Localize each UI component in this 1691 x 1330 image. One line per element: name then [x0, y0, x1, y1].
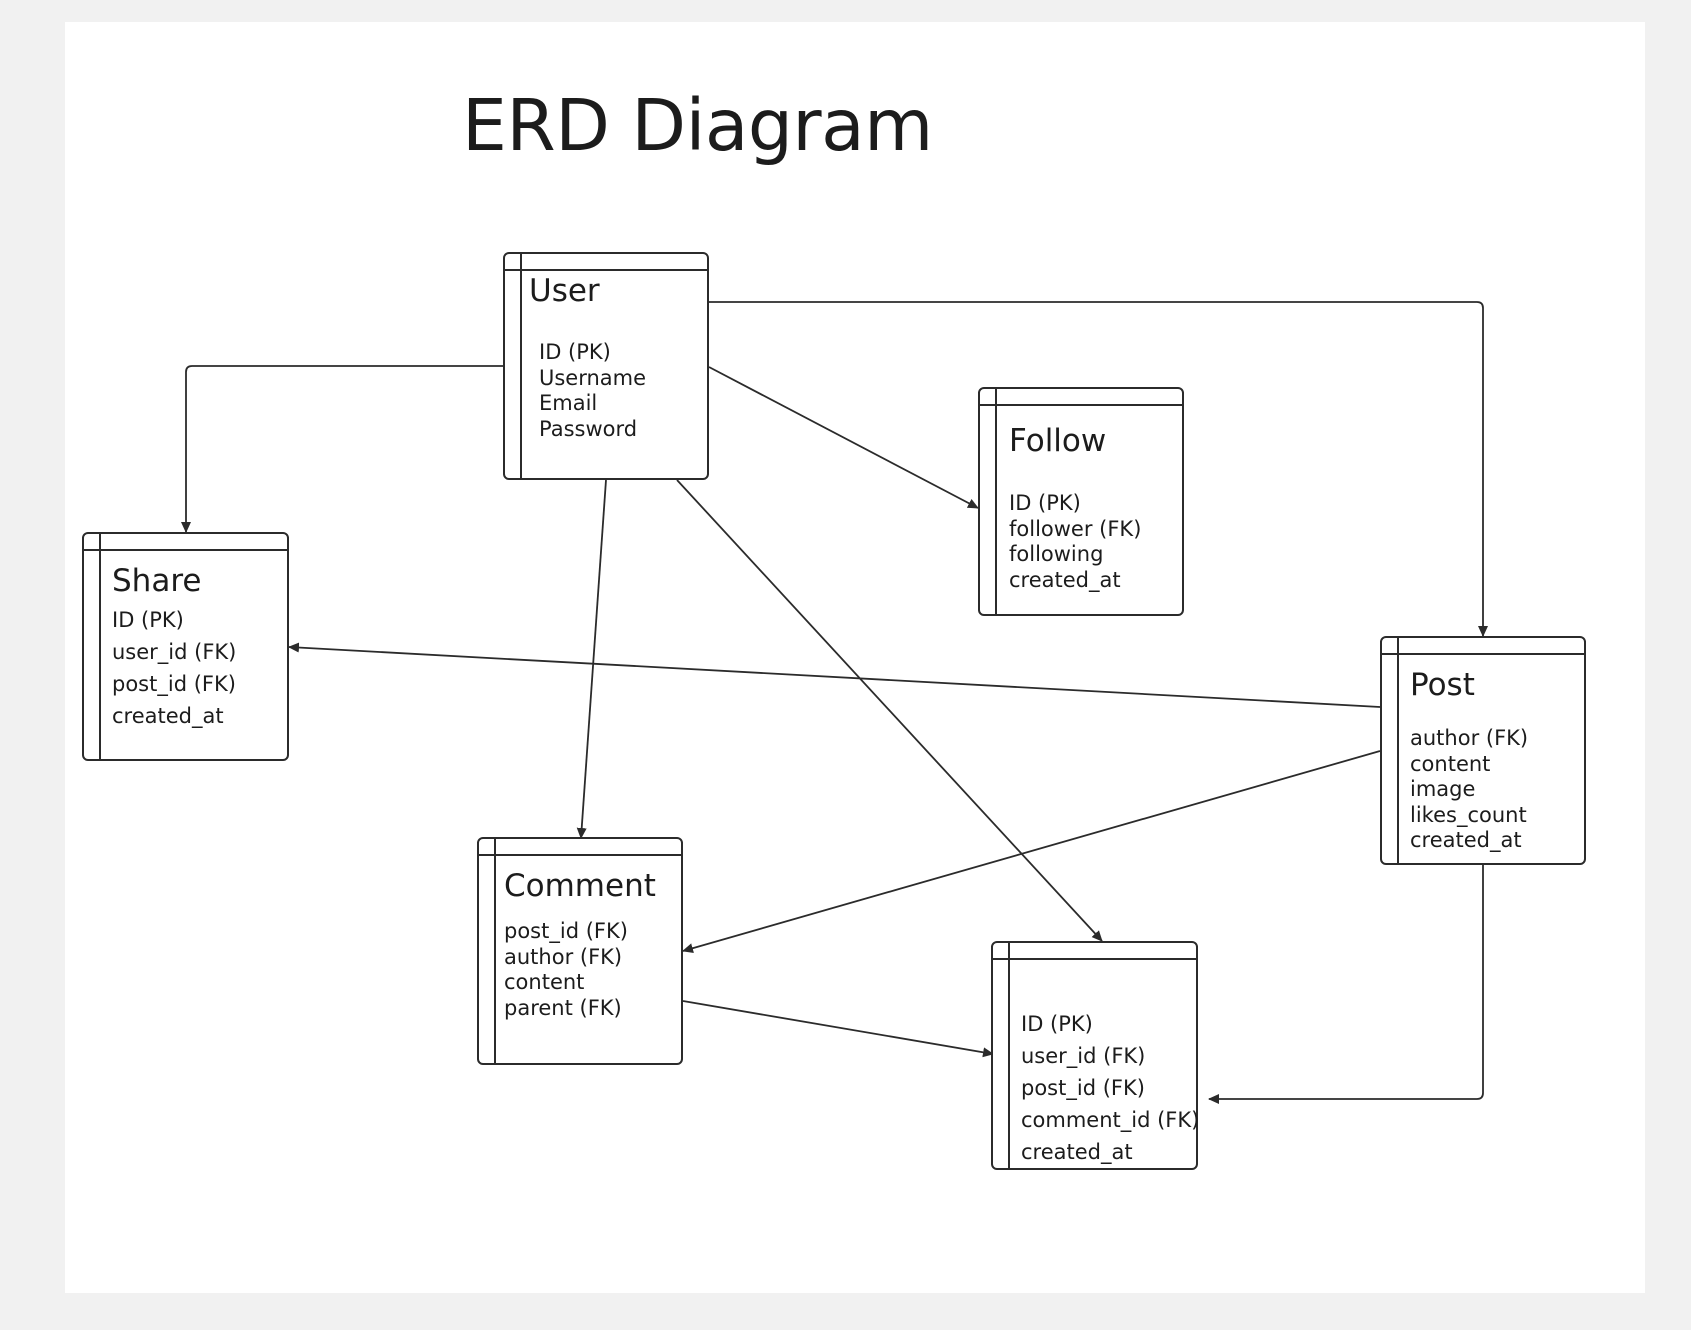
attribute: ID (PK) [1009, 491, 1081, 515]
entity-side-bar [99, 534, 101, 759]
attribute: Username [539, 365, 647, 390]
entity-side-bar [995, 389, 997, 614]
diagram-title: ERD Diagram [462, 84, 933, 167]
attribute: created_at [1021, 1140, 1133, 1164]
entity-side-bar [1008, 943, 1010, 1168]
entity-header-bar [1382, 653, 1584, 655]
attribute: created_at [112, 704, 224, 728]
attribute: likes_count [1410, 802, 1527, 827]
attribute: content [1410, 751, 1491, 776]
attribute: image [1410, 777, 1476, 801]
attribute: parent (FK) [504, 995, 622, 1020]
entity-comment[interactable]: Comment post_id (FK) author (FK) content… [477, 837, 683, 1065]
attribute: user_id (FK) [112, 640, 237, 664]
attribute-list: post_id (FK) author (FK) content parent … [504, 919, 628, 1021]
attribute: ID (PK) [539, 340, 611, 364]
attribute: following [1009, 542, 1104, 566]
entity-side-bar [494, 839, 496, 1063]
attribute: user_id (FK) [1021, 1044, 1146, 1068]
entity-name: Comment [504, 868, 656, 904]
attribute-list: author (FK) content image likes_count cr… [1410, 726, 1528, 854]
attribute-list: ID (PK) follower (FK) following created_… [1009, 491, 1141, 593]
attribute: post_id (FK) [112, 672, 236, 696]
entity-name: Share [112, 563, 202, 599]
attribute: Password [539, 416, 638, 441]
entity-share[interactable]: Share ID (PK) user_id (FK) post_id (FK) … [82, 532, 289, 761]
entity-post[interactable]: Post author (FK) content image likes_cou… [1380, 636, 1586, 865]
entity-name: User [529, 273, 600, 309]
attribute: created_at [1009, 567, 1121, 592]
attribute-list: ID (PK) user_id (FK) post_id (FK) create… [112, 604, 236, 732]
entity-name: Follow [1009, 423, 1107, 459]
entity-side-bar [520, 254, 522, 478]
attribute: follower (FK) [1009, 516, 1142, 541]
attribute: Email [539, 391, 598, 415]
attribute: created_at [1410, 828, 1522, 852]
entity-follow[interactable]: Follow ID (PK) follower (FK) following c… [978, 387, 1184, 616]
entity-side-bar [1397, 638, 1399, 863]
entity-header-bar [84, 549, 287, 551]
attribute: ID (PK) [1021, 1012, 1093, 1036]
entity-header-bar [505, 269, 707, 271]
attribute: ID (PK) [112, 608, 184, 632]
entity-header-bar [993, 958, 1196, 960]
attribute: comment_id (FK) [1021, 1108, 1200, 1132]
entity-like[interactable]: ID (PK) user_id (FK) post_id (FK) commen… [991, 941, 1199, 1170]
attribute: author (FK) [504, 944, 623, 969]
entity-header-bar [980, 404, 1182, 406]
entity-header-bar [479, 854, 681, 856]
attribute: post_id (FK) [504, 919, 628, 943]
attribute-list: ID (PK) user_id (FK) post_id (FK) commen… [1021, 1008, 1199, 1168]
attribute-list: ID (PK) Username Email Password [539, 340, 646, 442]
attribute: author (FK) [1410, 726, 1529, 750]
attribute: post_id (FK) [1021, 1076, 1145, 1100]
attribute: content [504, 970, 585, 994]
entity-user[interactable]: User ID (PK) Username Email Password [503, 252, 709, 480]
entity-name: Post [1410, 667, 1475, 703]
